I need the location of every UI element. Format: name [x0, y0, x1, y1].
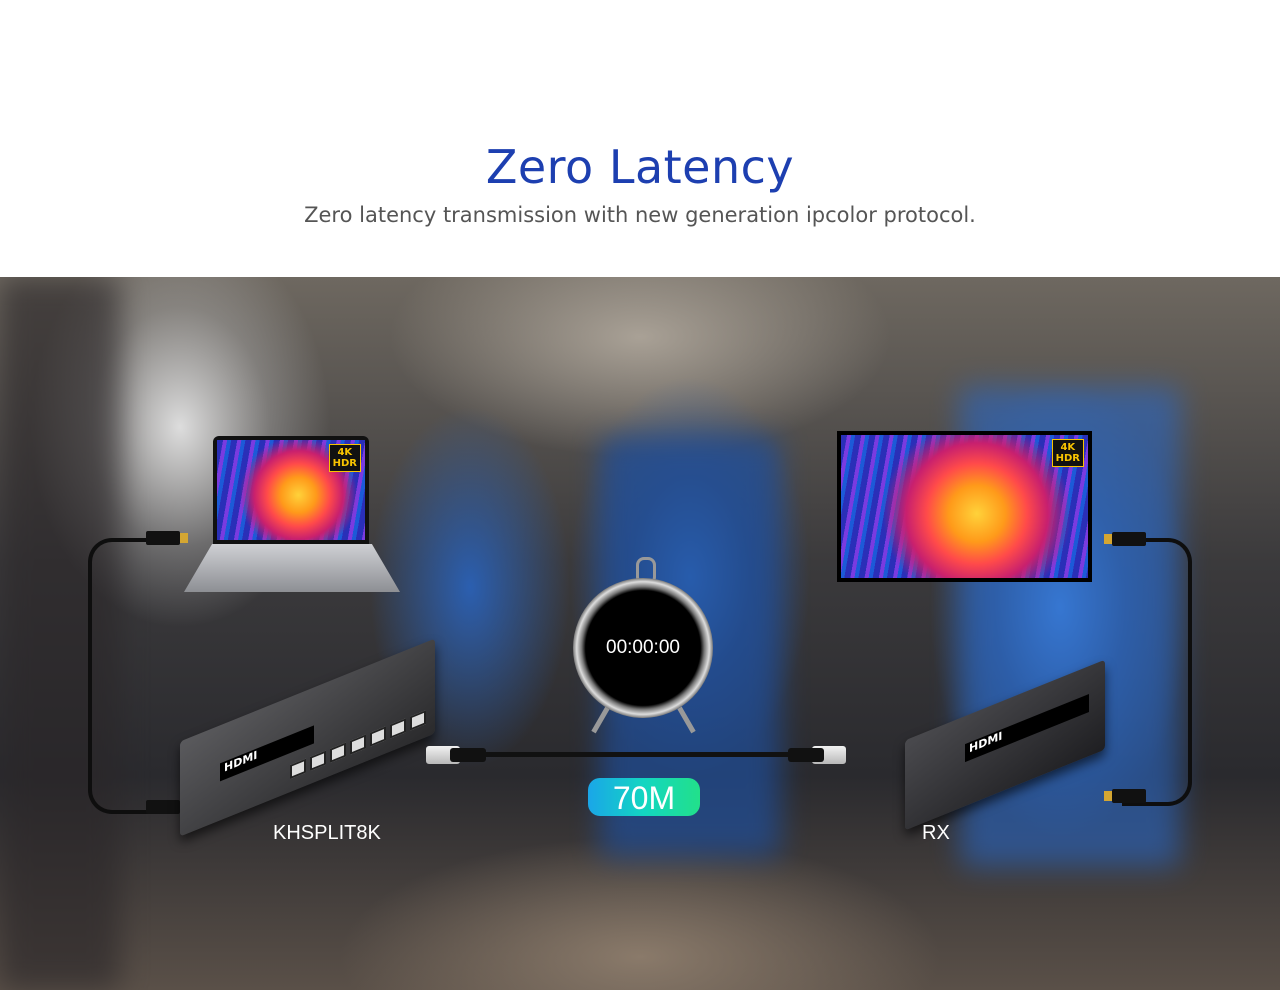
timer-readout: 00:00:00: [606, 637, 680, 658]
stopwatch-icon: 00:00:00: [573, 578, 713, 718]
transmitter-label: KHSPLIT8K: [273, 822, 381, 844]
diagram-background: [0, 277, 1280, 990]
receiver-label: RX: [922, 822, 950, 844]
rj45-port: [310, 750, 326, 771]
hdmi-cable-right: [1122, 538, 1192, 806]
rj45-port: [410, 710, 426, 731]
page-title: Zero Latency: [485, 140, 795, 194]
rj45-port: [330, 742, 346, 763]
hdmi-plug-icon: [1104, 789, 1146, 803]
rj45-port: [290, 758, 306, 780]
blurred-pillar: [0, 277, 120, 990]
rj45-port: [350, 734, 366, 755]
page-subtitle: Zero latency transmission with new gener…: [304, 203, 976, 227]
rj45-boot: [450, 748, 486, 762]
hdmi-plug-icon: [1104, 532, 1146, 546]
rj45-port: [390, 718, 406, 739]
hdmi-plug-icon: [146, 800, 188, 814]
rj45-boot: [788, 748, 824, 762]
ethernet-cable: [484, 752, 790, 757]
laptop-keyboard: [184, 544, 400, 592]
distance-badge: 70M: [588, 778, 700, 816]
rj45-port: [370, 726, 386, 747]
header-section: Zero Latency Zero latency transmission w…: [0, 0, 1280, 277]
hdmi-cable-left: [88, 538, 162, 814]
hdmi-plug-icon: [146, 531, 188, 545]
